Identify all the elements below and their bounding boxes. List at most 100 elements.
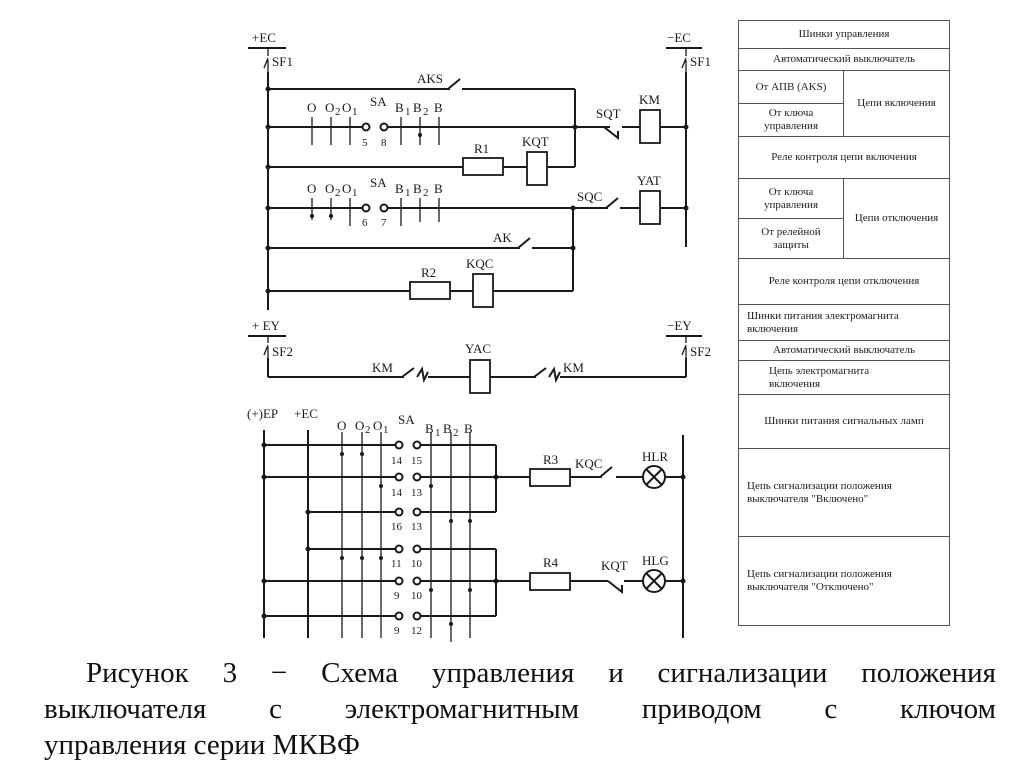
sa-contact-12	[412, 611, 422, 621]
sa-position-lines	[341, 432, 471, 642]
legend-text: Реле контроля цепи отключения	[768, 275, 920, 287]
legend-row: Автоматический выключатель	[739, 49, 949, 71]
contact-label: 9	[394, 625, 400, 637]
control-schematic: +EC SF1 −EC SF1 AKS O O	[247, 30, 711, 642]
sa-pos-b1-sub: 1	[405, 106, 411, 118]
contact-label: 16	[391, 521, 403, 533]
lamp-hlr-icon	[642, 465, 666, 489]
sa2-pos-o1: O	[342, 181, 351, 196]
legend-text: Автоматический выключатель	[773, 344, 915, 356]
junction-dot	[261, 474, 267, 480]
breaker-sf1-left-symbol	[263, 57, 269, 72]
sa-pos-b1: B	[395, 100, 404, 115]
junction-dot	[429, 484, 433, 488]
sa-position-marks-2	[310, 198, 440, 226]
sa2-pos-o2: O	[325, 181, 334, 196]
sa-contact-14b	[394, 472, 404, 482]
breaker-sf1-left-label: SF1	[272, 54, 293, 69]
resistor-r2	[409, 281, 451, 300]
resistor-r1	[462, 157, 504, 176]
breaker-sf2-right-label: SF2	[690, 344, 711, 359]
legend-row: Реле контроля цепи отключения	[739, 259, 949, 305]
legend-text: От АПВ (AKS)	[755, 80, 827, 93]
junction-dot	[572, 124, 578, 130]
hlr-label: HLR	[642, 449, 668, 464]
legend-row-tripping-circuits: От ключа управления От релейной защиты Ц…	[739, 179, 949, 259]
signal-circuit: (+)EP +EC O O 2 O 1 SA B 1 B 2 B 14 15	[247, 406, 686, 642]
junction-dot	[265, 288, 271, 294]
sig-sa-pos-b1: B	[425, 421, 434, 436]
junction-dot	[683, 205, 689, 211]
legend-text: Цепь сигнализации положения выключателя …	[747, 479, 892, 505]
junction-dot	[379, 556, 383, 560]
sig-sa-pos-b2-sub: 2	[453, 427, 459, 439]
km-coil	[639, 109, 661, 144]
sa-contact-9b	[394, 611, 404, 621]
sa-pos-b2: B	[413, 100, 422, 115]
contact-label: 10	[411, 558, 423, 570]
sa-contact-6-label: 6	[362, 217, 368, 229]
legend-row: Шинки управления	[739, 21, 949, 49]
sa-contact-15	[412, 440, 422, 450]
legend-text: Цепь электромагнита включения	[769, 364, 870, 390]
sa-contact-7	[379, 203, 389, 213]
sa-contact-13b	[412, 507, 422, 517]
sa2-pos-o: O	[307, 181, 316, 196]
legend-row-closing-circuits: От АПВ (AKS) От ключа управления Цепи вк…	[739, 71, 949, 137]
junction-dot	[261, 442, 267, 448]
sa-pos-o: O	[307, 100, 316, 115]
junction-dot	[340, 452, 344, 456]
legend-row: Шинки питания сигнальных ламп	[739, 395, 949, 449]
yac-label: YAC	[465, 341, 491, 356]
hlg-label: HLG	[642, 553, 669, 568]
r1-label: R1	[474, 141, 489, 156]
contact-label: 9	[394, 590, 400, 602]
sig-sa-pos-b1-sub: 1	[435, 427, 441, 439]
legend-row: Цепь электромагнита включения	[739, 361, 949, 395]
junction-dot	[449, 622, 453, 626]
figure-caption: Рисунок 3 − Схема управления и сигнализа…	[44, 655, 996, 763]
sa-contact-9a	[394, 576, 404, 586]
contact-label: 12	[411, 625, 422, 637]
resistor-r4	[529, 572, 571, 591]
bus-plus-ec-label: +EC	[252, 30, 276, 45]
bus-minus-ey-label: −EY	[667, 318, 692, 333]
junction-dot	[261, 578, 267, 584]
r4-label: R4	[543, 555, 559, 570]
junction-dot	[493, 474, 499, 480]
junction-dot	[305, 546, 311, 552]
breaker-sf2-left-symbol	[263, 344, 269, 358]
junction-dot	[429, 588, 433, 592]
sig-sa-pos-o2: O	[355, 418, 364, 433]
ak-label: AK	[493, 230, 512, 245]
legend-row: Цепь сигнализации положения выключателя …	[739, 537, 949, 625]
breaker-sf1-right-symbol	[681, 57, 687, 72]
sqt-label: SQT	[596, 106, 621, 121]
contact-label: 10	[411, 590, 423, 602]
legend-table: Шинки управления Автоматический выключат…	[738, 20, 950, 626]
sig-sa-pos-b2: B	[443, 421, 452, 436]
caption-line-2: выключателя с электромагнитным приводом …	[44, 693, 996, 725]
junction-dot	[468, 588, 472, 592]
sa-pos-o1: O	[342, 100, 351, 115]
sa-label: SA	[370, 94, 387, 109]
sig-sa-label: SA	[398, 412, 415, 427]
sa-contact-10a	[412, 544, 422, 554]
sa-contact-10b	[412, 576, 422, 586]
sig-sa-pos-b: B	[464, 421, 473, 436]
legend-row: Шинки питания электромагнита включения	[739, 305, 949, 341]
sqt-contact-symbol	[603, 126, 640, 141]
legend-text: От ключа управления	[763, 185, 819, 211]
sa2-pos-b1-sub: 1	[405, 187, 411, 199]
sig-sa-pos-o2-sub: 2	[365, 424, 371, 436]
junction-dot	[360, 556, 364, 560]
junction-dot	[570, 245, 576, 251]
junction-dot	[305, 509, 311, 515]
contact-label: 13	[411, 521, 423, 533]
sa-contact-8	[379, 122, 389, 132]
legend-text: Шинки управления	[798, 28, 890, 40]
sa-contact-5	[361, 122, 371, 132]
bus-plus-ey-label: + EY	[252, 318, 281, 333]
magnet-circuit: + EY SF2 KM YAC KM −EY SF2	[248, 318, 711, 394]
sa2-pos-b2-sub: 2	[423, 187, 429, 199]
